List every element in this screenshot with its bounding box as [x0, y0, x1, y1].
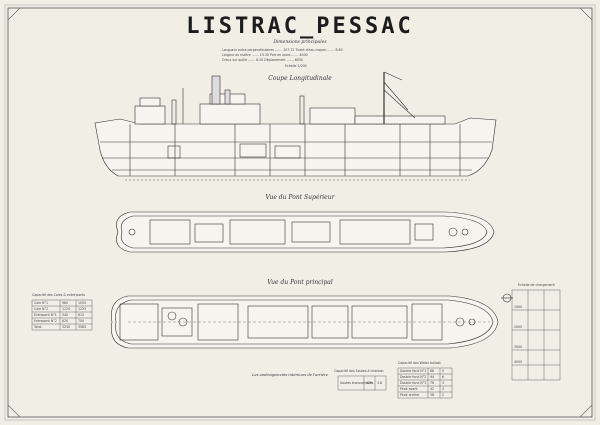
- load-scale-mark: 1000: [514, 305, 523, 309]
- table-cell: 610: [78, 313, 85, 317]
- table-cell: 5: [442, 369, 445, 373]
- dimension-row: Largeur au maître ....... 15.30 Port en …: [222, 53, 308, 57]
- load-scale-heading: Echelle de chargement: [518, 283, 555, 287]
- footer-note: Les aménagements intérieurs de l'arrière: [252, 373, 328, 377]
- left-table-heading: Capacité des Cales & entre'ponts: [32, 293, 86, 297]
- table-cell: 540: [62, 313, 69, 317]
- table-row: Peak arrière: [400, 393, 420, 397]
- plimsoll-mark: [501, 293, 513, 303]
- table-cell: 88: [430, 369, 435, 373]
- table-row: Entrepont N°1: [34, 313, 57, 317]
- sheet-outer-border: [4, 4, 596, 421]
- load-scale-mark: 2000: [514, 325, 523, 329]
- table-cell: 3240: [62, 325, 71, 329]
- table-row: Entrepont N°2: [34, 319, 57, 323]
- table-row: Double fond N°3: [400, 381, 427, 385]
- table-cell: 3: [442, 387, 445, 391]
- table-cell: 700: [78, 319, 85, 323]
- table-cell: 420: [366, 381, 373, 385]
- page-title: LISTRAC_PESSAC: [186, 14, 414, 39]
- table-cell: 42: [430, 387, 435, 391]
- upper-deck-caption: Vue du Pont Supérieur: [265, 194, 335, 201]
- table-cell: 960: [62, 301, 69, 305]
- upper-deck-plan: [116, 211, 495, 253]
- dimension-row: Longueur entre perpendiculaires ....... …: [222, 48, 343, 52]
- table-cell: 1120: [62, 307, 71, 311]
- water-ballast-table: [397, 367, 453, 399]
- table-cell: 4: [442, 381, 445, 385]
- table-cell: 3.8: [377, 381, 383, 385]
- coal-table-heading: Capacité des Soutes à charbon: [334, 369, 384, 373]
- main-deck-plan: [111, 295, 499, 349]
- load-scale-mark: 4000: [514, 360, 523, 364]
- dimensions-heading: Dimensions principales: [273, 40, 327, 45]
- table-cell: 38: [430, 393, 435, 397]
- table-row: Cale N°2: [34, 307, 49, 311]
- table-cell: 1050: [78, 301, 87, 305]
- load-scale-mark: 3000: [514, 345, 523, 349]
- table-row: Double fond N°2: [400, 375, 427, 379]
- table-row: Double fond N°1: [400, 369, 427, 373]
- table-cell: 620: [62, 319, 69, 323]
- cargo-capacity-table: [31, 299, 93, 331]
- table-row: Peak avant: [400, 387, 418, 391]
- table-cell: 76: [430, 381, 435, 385]
- table-cell: 1225: [78, 307, 87, 311]
- dimension-row: Creux sur quille ....... 8.20 Déplacemen…: [222, 58, 303, 62]
- longitudinal-caption: Coupe Longitudinale: [268, 75, 332, 82]
- table-cell: 6: [442, 375, 445, 379]
- coal-bunker-table: [337, 375, 387, 391]
- table-cell: 94: [430, 375, 435, 379]
- table-row: Total: [34, 325, 42, 329]
- main-deck-caption: Vue du Pont principal: [267, 279, 333, 286]
- table-row: Cale N°1: [34, 301, 49, 305]
- load-scale: [511, 289, 561, 381]
- ballast-table-heading: Capacité des Water ballast: [398, 361, 441, 365]
- table-cell: 2: [442, 393, 445, 397]
- longitudinal-section: [94, 71, 497, 181]
- table-cell: 3585: [78, 325, 87, 329]
- scale-note: Echelle 1/200: [285, 64, 307, 68]
- sheet-border: [7, 7, 593, 418]
- corner-ornaments: [7, 7, 593, 418]
- table-row: Soutes transversales: [340, 381, 374, 385]
